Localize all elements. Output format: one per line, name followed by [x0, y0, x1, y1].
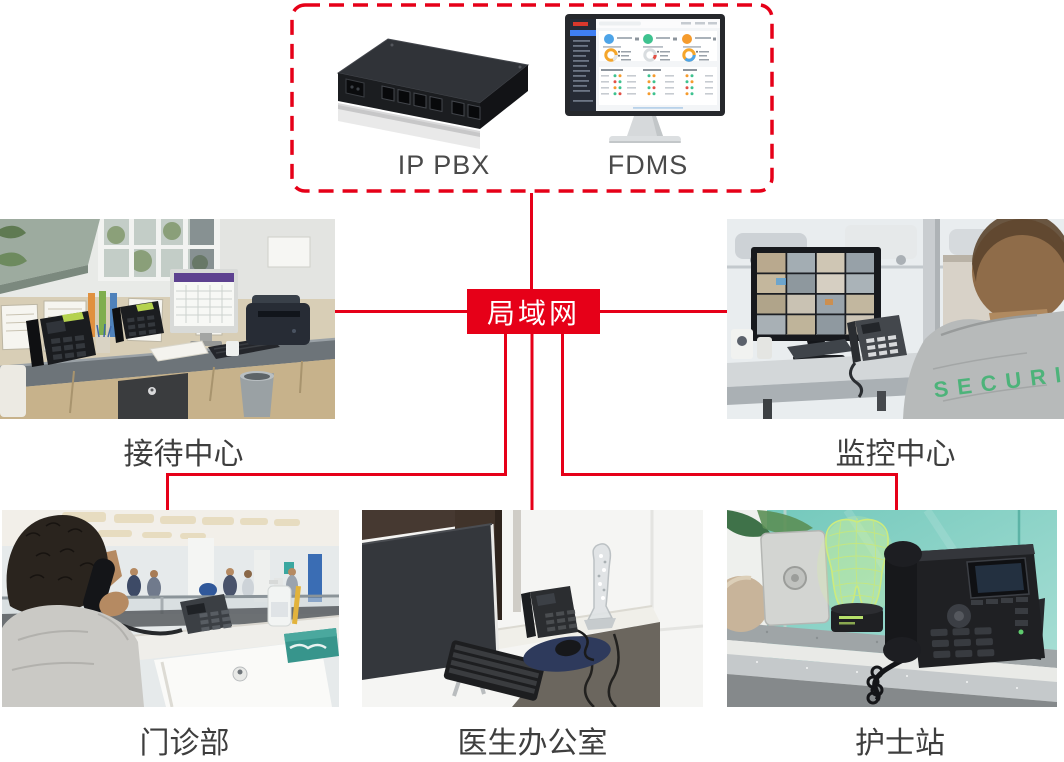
fdms-dashboard-screen: [570, 19, 720, 111]
security-guard: SECURI: [903, 219, 1064, 419]
printer: [246, 295, 310, 345]
mouse-pad: [523, 636, 611, 672]
wire-hub-to-outpatient: [166, 333, 507, 510]
desk-top: [130, 616, 339, 660]
plant-leaves: [0, 225, 26, 239]
ip-phone-left: [26, 311, 96, 367]
wire-hub-to-nurse-station: [561, 333, 898, 510]
core-equipment-box: IP PBX FDMS: [290, 3, 774, 193]
wall-banner: [308, 554, 322, 602]
sanitizer-bottle: [267, 578, 301, 627]
desktop-monitor: [170, 269, 238, 346]
counter-papers: [149, 340, 209, 362]
plant-leaves: [727, 510, 813, 537]
lan-hub-box: 局域网: [467, 289, 600, 334]
ip-phone-right: [112, 301, 164, 343]
pen-cup: [96, 335, 110, 353]
ceiling-lights: [62, 512, 300, 539]
phone-handset: [883, 541, 922, 663]
photo-reception-center: [0, 219, 335, 419]
photo-outpatient-department: [2, 510, 339, 707]
man-on-phone: [2, 514, 144, 707]
phone-handset: [83, 558, 115, 614]
dashed-border: [290, 3, 774, 193]
laptop-lid: [760, 529, 830, 627]
upper-cabinet: [0, 219, 100, 285]
nurse-ip-phone: [866, 541, 1045, 705]
fdms-label: FDMS: [607, 150, 689, 180]
glass-trophy: [584, 543, 616, 630]
photo-nurse-station: [727, 510, 1057, 707]
label-monitoring-center: 监控中心: [835, 438, 956, 471]
photo-doctor-office: [362, 510, 703, 707]
label-nurse-station: 护士站: [855, 727, 945, 760]
fdms-monitor-image: [565, 14, 725, 143]
desk-ip-phone: [521, 586, 595, 662]
trash-bin: [240, 373, 274, 417]
photo-monitoring-center: SECURI: [727, 219, 1064, 419]
decor-vase: [727, 576, 769, 632]
label-outpatient-department: 门诊部: [139, 727, 230, 760]
keyboard: [787, 339, 853, 359]
pbx-ports: [345, 78, 481, 121]
tissue-box: [284, 628, 339, 663]
keyboard: [443, 640, 545, 701]
lan-hub-label: 局域网: [486, 297, 580, 329]
ip-pbx-image: [336, 38, 530, 149]
cctv-monitor: [751, 247, 881, 361]
ip-pbx-label: IP PBX: [397, 150, 491, 180]
ip-phone: [847, 315, 907, 398]
label-reception-center: 接待中心: [123, 438, 244, 471]
tooth-lamp: [817, 516, 897, 632]
label-doctor-office: 医生办公室: [457, 727, 608, 760]
